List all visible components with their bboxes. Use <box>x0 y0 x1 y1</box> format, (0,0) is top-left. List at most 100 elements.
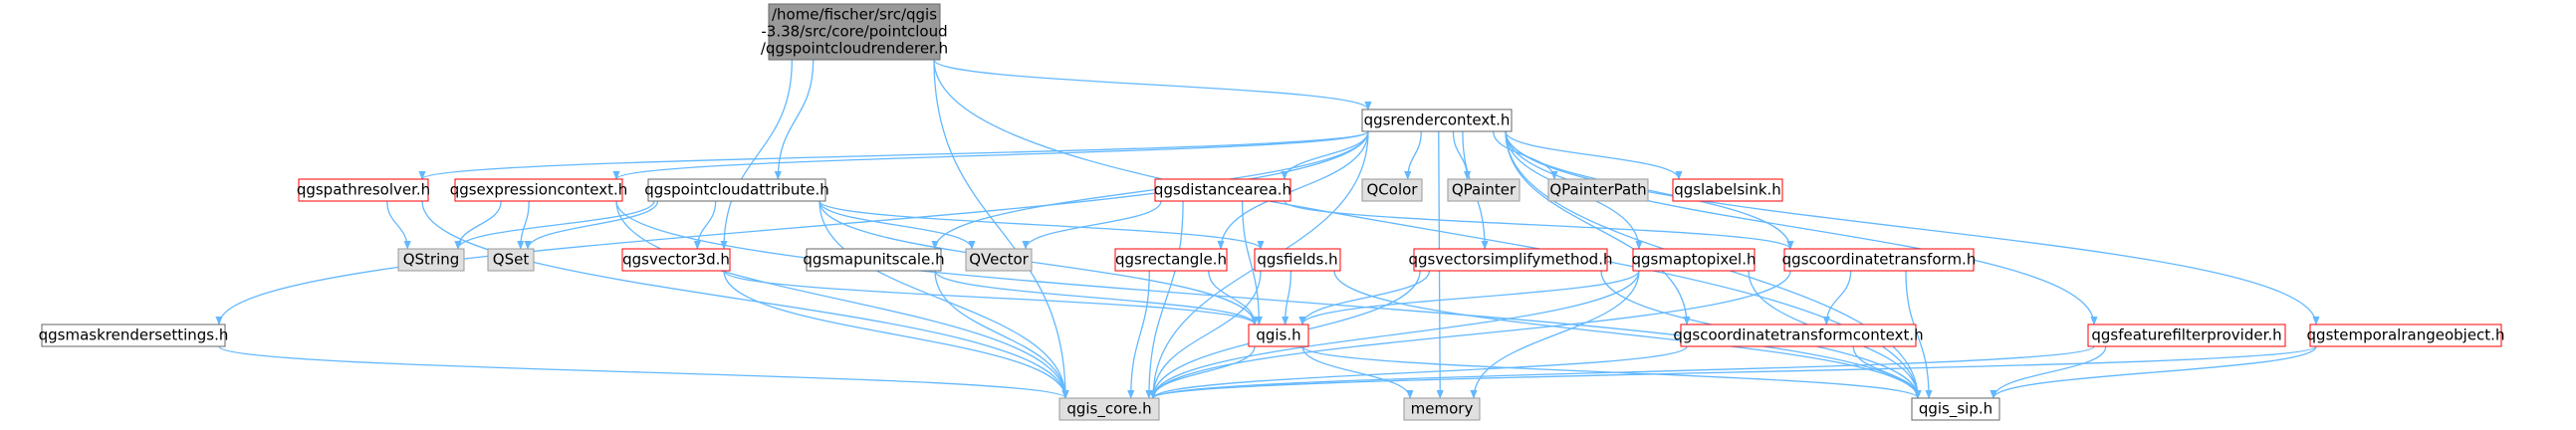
edge-qgsmaptopixel-to-qgis_core <box>1149 270 1640 399</box>
node-qgsexpressioncontext-box <box>454 178 623 202</box>
node-qgscoordinatetransformcontext-box <box>1680 323 1917 347</box>
edge-root-to-qgsrendercontext <box>933 59 1372 110</box>
edge-qgspointcloudattribute-to-qgis_core <box>819 200 1069 399</box>
node-qgslabelsink[interactable]: qgslabelsink.h <box>1672 178 1783 202</box>
node-qpainterpath-box <box>1547 178 1649 202</box>
node-qset[interactable]: QSet <box>487 248 535 272</box>
node-qgspathresolver[interactable]: qgspathresolver.h <box>297 178 430 202</box>
node-qgscoordinatetransform-box <box>1783 248 1975 272</box>
node-qgsfields[interactable]: qgsfields.h <box>1254 248 1341 272</box>
edge-qgspointcloudattribute-to-qgis <box>819 200 1259 325</box>
node-qstring[interactable]: QString <box>397 248 465 272</box>
edge-qgsfields-to-qgis_sip <box>1333 270 1922 399</box>
edge-qgsexpressioncontext-to-qgis_core <box>615 200 1069 399</box>
edge-qgis-to-memory <box>1301 345 1414 399</box>
node-qgsrectangle-box <box>1114 248 1228 272</box>
node-qgsrectangle[interactable]: qgsrectangle.h <box>1114 248 1228 272</box>
edge-qgsrendercontext-to-qgsmapunitscale <box>931 130 1369 250</box>
node-qgscoordinatetransform[interactable]: qgscoordinatetransform.h <box>1782 248 1977 272</box>
edge-qgsdistancearea-to-qgis <box>1241 200 1263 325</box>
node-qgis-box <box>1248 323 1309 347</box>
node-qgsrendercontext[interactable]: qgsrendercontext.h <box>1361 108 1513 132</box>
edge-qgsdistancearea-to-qvector <box>1022 200 1162 250</box>
node-qgslabelsink-label: qgslabelsink.h <box>1674 181 1781 199</box>
node-root[interactable]: /home/fischer/src/qgis-3.38/src/core/poi… <box>761 3 948 61</box>
edge-qgsrendercontext-to-qgsmaskrendersettings <box>215 130 1369 325</box>
node-qgsfields-box <box>1254 248 1341 272</box>
node-qstring-label: QString <box>403 251 460 269</box>
node-qgsfeaturefilterprovider[interactable]: qgsfeaturefilterprovider.h <box>2087 323 2286 347</box>
node-qgstemporalrangeobject-box <box>2309 323 2502 347</box>
edge-qgsvectorsimplifymethod-to-qgis <box>1298 270 1431 325</box>
edge-qgsexpressioncontext-to-qgis_sip <box>615 200 1922 399</box>
node-qgsmaptopixel[interactable]: qgsmaptopixel.h <box>1631 248 1756 272</box>
node-qgsrendercontext-box <box>1361 108 1513 132</box>
edge-qgsmapunitscale-to-qgis_core <box>934 270 1069 399</box>
node-qgsvector3d-label: qgsvector3d.h <box>622 251 730 269</box>
node-qgsmaptopixel-box <box>1632 248 1756 272</box>
node-qvector-label: QVector <box>969 251 1029 269</box>
node-qcolor-box <box>1361 178 1423 202</box>
node-qgsmapunitscale[interactable]: qgsmapunitscale.h <box>803 248 945 272</box>
node-qgspointcloudattribute-box <box>647 178 826 202</box>
node-qgscoordinatetransformcontext-label: qgscoordinatetransformcontext.h <box>1673 326 1923 344</box>
node-qgscoordinatetransformcontext[interactable]: qgscoordinatetransformcontext.h <box>1673 323 1924 347</box>
node-qvector[interactable]: QVector <box>965 248 1033 272</box>
edge-qgsdistancearea-to-qgscoordinatetransform <box>1284 200 1794 250</box>
node-qgsvector3d[interactable]: qgsvector3d.h <box>621 248 731 272</box>
edge-qgspointcloudattribute-to-qgsfields <box>819 200 1265 250</box>
node-qgslabelsink-box <box>1672 178 1783 202</box>
node-qpainterpath-label: QPainterPath <box>1549 181 1646 199</box>
node-root-label: /home/fischer/src/qgis <box>772 6 937 24</box>
node-qgsrectangle-label: qgsrectangle.h <box>1115 251 1227 269</box>
node-root-box <box>768 3 941 61</box>
node-qgis_sip-label: qgis_sip.h <box>1919 400 1992 419</box>
node-qgspointcloudattribute[interactable]: qgspointcloudattribute.h <box>644 178 829 202</box>
edge-qgsfeaturefilterprovider-to-qgis_sip <box>1990 345 2107 399</box>
node-qgsvectorsimplifymethod[interactable]: qgsvectorsimplifymethod.h <box>1409 248 1613 272</box>
node-qgsmapunitscale-label: qgsmapunitscale.h <box>803 251 944 269</box>
node-qvector-box <box>965 248 1033 272</box>
node-qpainter-box <box>1447 178 1521 202</box>
edge-qgsrendercontext-to-qgstemporalrangeobject <box>1505 130 2320 325</box>
edge-qgstemporalrangeobject-to-qgis_sip <box>1990 345 2317 399</box>
node-qgsmaskrendersettings[interactable]: qgsmaskrendersettings.h <box>39 323 229 347</box>
node-qgspathresolver-label: qgspathresolver.h <box>297 181 430 199</box>
node-qgsfeaturefilterprovider-label: qgsfeaturefilterprovider.h <box>2091 326 2281 344</box>
node-memory[interactable]: memory <box>1403 397 1481 421</box>
node-qgsexpressioncontext-label: qgsexpressioncontext.h <box>450 181 628 199</box>
node-qpainter[interactable]: QPainter <box>1447 178 1521 202</box>
node-qgsvectorsimplifymethod-label: qgsvectorsimplifymethod.h <box>1409 251 1613 269</box>
edge-qgsfields-to-qgis_core <box>1149 270 1262 399</box>
node-memory-box <box>1403 397 1481 421</box>
node-qcolor-label: QColor <box>1367 181 1419 199</box>
node-qgis_core[interactable]: qgis_core.h <box>1058 397 1160 421</box>
node-root-label: -3.38/src/core/pointcloud <box>761 23 947 41</box>
edge-qgsrendercontext-to-qgspathresolver <box>418 130 1369 180</box>
node-qgstemporalrangeobject-label: qgstemporalrangeobject.h <box>2307 326 2505 344</box>
node-qgsdistancearea[interactable]: qgsdistancearea.h <box>1154 178 1291 202</box>
node-qgsmapunitscale-box <box>806 248 942 272</box>
edge-qgspathresolver-to-qgis_core <box>421 200 1069 399</box>
node-qcolor[interactable]: QColor <box>1361 178 1423 202</box>
edge-qgsrectangle-to-qgis_core <box>1127 270 1150 399</box>
edge-qgspointcloudattribute-to-qvector <box>819 200 976 250</box>
node-qgis[interactable]: qgis.h <box>1248 323 1309 347</box>
node-qset-box <box>487 248 535 272</box>
edge-qgsdistancearea-to-qgis_core <box>1145 200 1184 399</box>
node-qpainterpath[interactable]: QPainterPath <box>1547 178 1649 202</box>
edge-root-to-qgspointcloudattribute <box>774 59 815 180</box>
node-qgis_core-label: qgis_core.h <box>1066 400 1151 419</box>
node-qgis_sip-box <box>1911 397 2000 421</box>
edge-qgspointcloudattribute-to-qstring <box>454 200 655 250</box>
node-qgsexpressioncontext[interactable]: qgsexpressioncontext.h <box>450 178 628 202</box>
node-qgis_sip[interactable]: qgis_sip.h <box>1911 397 2000 421</box>
edge-qgsrectangle-to-qgis <box>1208 270 1259 325</box>
node-qgsmaskrendersettings-label: qgsmaskrendersettings.h <box>39 326 229 344</box>
edge-qgspointcloudattribute-to-qgsvector3d <box>693 200 717 250</box>
edge-qgsrendercontext-to-qgsexpressioncontext <box>612 130 1369 180</box>
node-qgstemporalrangeobject[interactable]: qgstemporalrangeobject.h <box>2307 323 2505 347</box>
edge-qgsmapunitscale-to-qgis <box>934 270 1259 325</box>
edge-qgsvector3d-to-qgis_core <box>723 270 1069 399</box>
